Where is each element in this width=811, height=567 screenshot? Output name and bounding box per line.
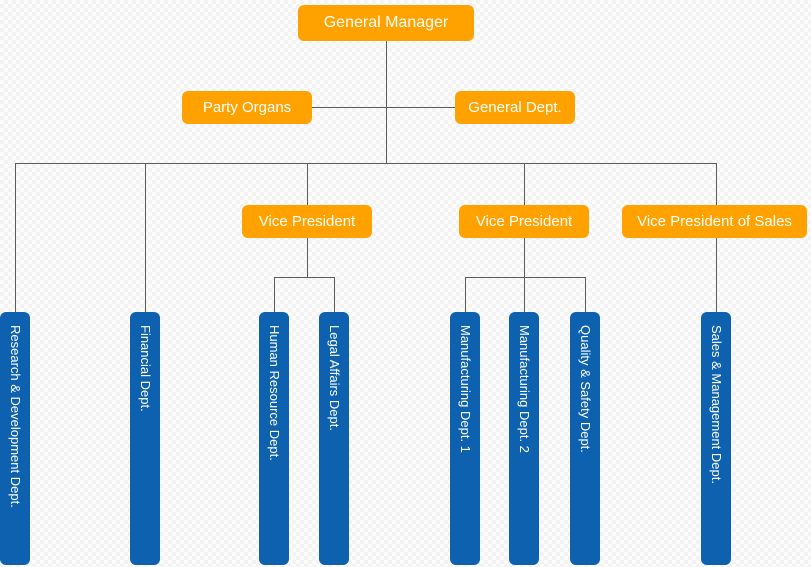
node-manufacturing-dept-1[interactable]: Manufacturing Dept. 1	[450, 312, 480, 565]
connector-drop-vp2	[524, 163, 525, 205]
connector-main-rail	[15, 163, 716, 164]
connector-drop-legal-dept	[334, 277, 335, 312]
node-sales-management-dept[interactable]: Sales & Management Dept.	[701, 312, 731, 565]
connector-drop-vp-sales	[716, 163, 717, 205]
connector-drop-quality-dept	[585, 277, 586, 312]
connector-vp2-stem	[524, 238, 525, 312]
node-legal-affairs-dept[interactable]: Legal Affairs Dept.	[319, 312, 349, 565]
connector-drop-research-dept	[15, 163, 16, 312]
node-general-manager[interactable]: General Manager	[298, 5, 474, 41]
connector-staff-line	[312, 107, 455, 108]
connector-drop-mfg1-dept	[465, 277, 466, 312]
node-manufacturing-dept-2[interactable]: Manufacturing Dept. 2	[509, 312, 539, 565]
connector-drop-vp1	[307, 163, 308, 205]
connector-vp1-stem	[307, 238, 308, 277]
node-human-resource-dept[interactable]: Human Resource Dept.	[259, 312, 289, 565]
connector-drop-hr-dept	[274, 277, 275, 312]
connector-gm-stem	[386, 41, 387, 163]
node-research-development-dept[interactable]: Research & Development Dept.	[0, 312, 30, 565]
connector-vp-sales-stem	[716, 238, 717, 312]
node-vice-president-1[interactable]: Vice President	[242, 205, 372, 238]
node-financial-dept[interactable]: Financial Dept.	[130, 312, 160, 565]
node-vice-president-2[interactable]: Vice President	[459, 205, 589, 238]
connector-vp1-children-rail	[274, 277, 334, 278]
node-general-dept[interactable]: General Dept.	[455, 91, 575, 124]
connector-drop-financial-dept	[145, 163, 146, 312]
connector-vp2-children-rail	[465, 277, 585, 278]
node-quality-safety-dept[interactable]: Quality & Safety Dept.	[570, 312, 600, 565]
node-vice-president-of-sales[interactable]: Vice President of Sales	[622, 205, 807, 238]
node-party-organs[interactable]: Party Organs	[182, 91, 312, 124]
